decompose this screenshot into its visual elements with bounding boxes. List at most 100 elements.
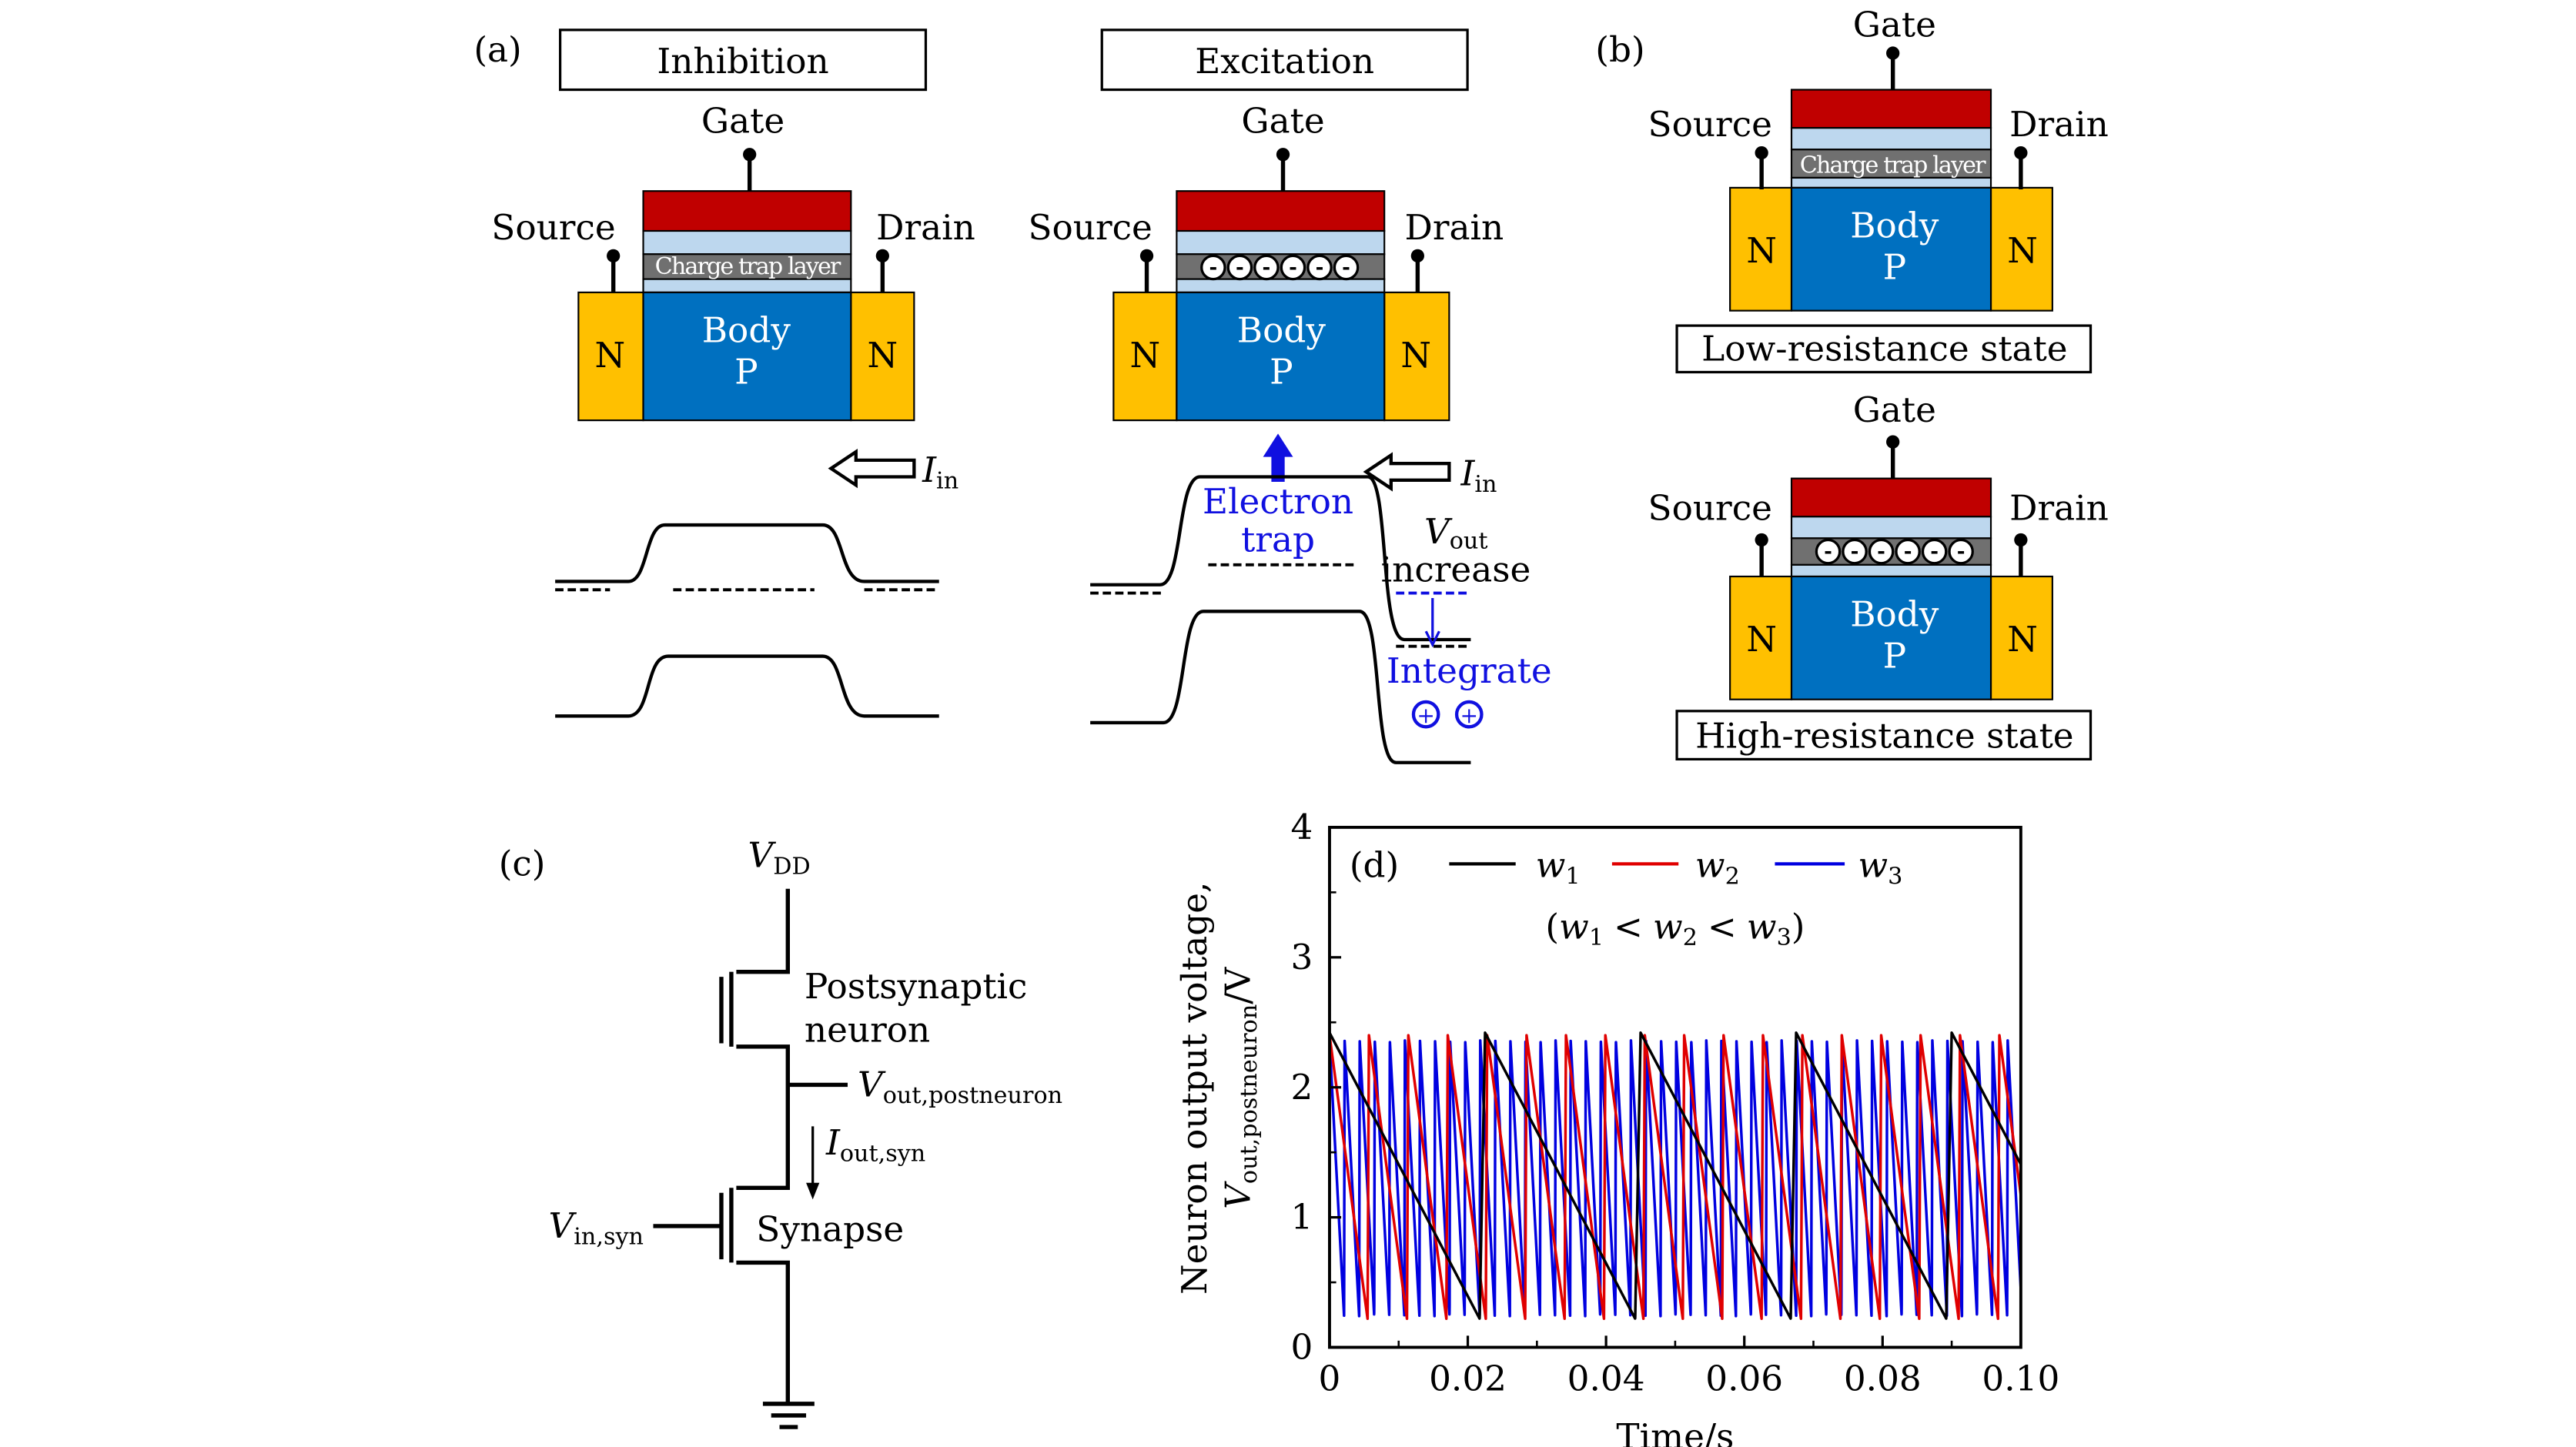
electron-icon xyxy=(1895,538,1921,565)
x-tick-label: 0 xyxy=(1319,1358,1341,1399)
body-type-label: P xyxy=(1883,247,1907,288)
electron-trap-label-2: trap xyxy=(1241,520,1315,560)
y-tick-label: 2 xyxy=(1291,1067,1313,1108)
n-left-label: N xyxy=(1746,619,1777,660)
inhibition-title: Inhibition xyxy=(657,41,828,82)
drain-label: Drain xyxy=(2009,488,2109,529)
current-arrow-icon xyxy=(828,449,916,489)
gate-label: Gate xyxy=(1241,101,1324,142)
drain-label: Drain xyxy=(876,207,975,248)
trapped-electrons: ------ xyxy=(1200,254,1360,281)
source-label: Source xyxy=(1648,104,1772,145)
legend-label-w2: w2 xyxy=(1695,845,1740,891)
current-direction-arrow-icon xyxy=(806,1182,820,1200)
electron-charge-sign: - xyxy=(1877,540,1885,563)
electron-charge-sign: - xyxy=(1930,540,1939,563)
gate-label: Gate xyxy=(1853,389,1936,430)
integrate-label: Integrate xyxy=(1387,650,1552,691)
source-label: Source xyxy=(1028,207,1152,248)
n-right-label: N xyxy=(2007,619,2038,660)
svg-text:+: + xyxy=(1417,703,1435,728)
source-label: Source xyxy=(1648,488,1772,529)
charge-trap-layer-label: Charge trap layer xyxy=(1800,152,1986,179)
gate-label: Gate xyxy=(701,101,785,142)
electron-icon xyxy=(1306,254,1333,281)
electron-charge-sign: - xyxy=(1851,540,1859,563)
n-right-label: N xyxy=(868,335,898,376)
electron-charge-sign: - xyxy=(1236,256,1244,279)
vout-label: Vout xyxy=(1424,511,1488,554)
n-left-label: N xyxy=(1130,335,1161,376)
x-tick-label: 0.10 xyxy=(1982,1358,2059,1399)
low-resistance-state-label: Low-resistance state xyxy=(1701,328,2067,369)
x-tick-label: 0.04 xyxy=(1567,1358,1645,1399)
electron-icon xyxy=(1226,254,1253,281)
body-type-label: P xyxy=(1270,352,1293,393)
low-resistance-device: Gate Charge trap layer Body P N N Source… xyxy=(1648,4,2109,374)
vout-increase-label: increase xyxy=(1381,549,1531,590)
x-tick-label: 0.08 xyxy=(1844,1358,1922,1399)
electron-trap-arrow-icon xyxy=(1263,433,1293,482)
electron-icon xyxy=(1842,538,1868,565)
electron-charge-sign: - xyxy=(1209,256,1217,279)
excitation-title: Excitation xyxy=(1195,41,1374,82)
electron-charge-sign: - xyxy=(1316,256,1324,279)
excitation-device: Excitation Gate ------ Body P N N Source… xyxy=(1028,28,1552,764)
series-line-w3 xyxy=(1329,1039,2021,1318)
gate-label: Gate xyxy=(1853,4,1936,45)
current-arrow-icon xyxy=(1363,452,1451,492)
electron-charge-sign: - xyxy=(1957,540,1965,563)
electron-trap-label-1: Electron xyxy=(1203,481,1353,522)
postsynaptic-neuron-label-2: neuron xyxy=(805,1009,930,1050)
electron-icon xyxy=(1868,538,1895,565)
postsynaptic-neuron-label-1: Postsynaptic xyxy=(805,966,1028,1007)
electron-icon xyxy=(1948,538,1974,565)
n-right-label: N xyxy=(2007,230,2038,271)
y-tick-label: 1 xyxy=(1291,1197,1313,1238)
electron-icon xyxy=(1921,538,1948,565)
electron-charge-sign: - xyxy=(1904,540,1912,563)
electron-icon xyxy=(1333,254,1360,281)
n-right-label: N xyxy=(1400,335,1431,376)
hole-charge-icon: + xyxy=(1411,700,1440,729)
body-type-label: P xyxy=(1883,636,1907,677)
high-resistance-device: Gate ------ Body P N N Source Drain High… xyxy=(1648,389,2109,761)
circuit-schematic xyxy=(653,888,848,1429)
source-label: Source xyxy=(491,207,615,248)
y-axis-label-1: Neuron output voltage, xyxy=(1174,882,1215,1295)
y-tick-label: 4 xyxy=(1291,807,1313,847)
y-axis-label-2: Vout,postneuron/V xyxy=(1217,966,1263,1208)
integrate-arrow-icon xyxy=(1424,598,1440,648)
trapped-electrons: ------ xyxy=(1815,538,1974,565)
body-label: Body xyxy=(702,310,791,351)
current-label: Iin xyxy=(1460,453,1497,498)
panel-b-label: (b) xyxy=(1595,29,1644,70)
legend-label-w1: w1 xyxy=(1536,845,1581,891)
electron-icon xyxy=(1280,254,1306,281)
panel-a-label: (a) xyxy=(473,29,521,70)
electron-icon xyxy=(1253,254,1280,281)
current-label: Iin xyxy=(922,449,958,495)
series-line-w1 xyxy=(1329,1031,2021,1320)
iout-syn-label: Iout,syn xyxy=(825,1122,925,1168)
x-axis-label: Time/s xyxy=(1616,1416,1734,1447)
body-label: Body xyxy=(1850,206,1939,246)
y-tick-label: 0 xyxy=(1291,1327,1313,1368)
synapse-label: Synapse xyxy=(756,1208,904,1249)
inhibition-device: Inhibition Gate Charge trap layer Body P… xyxy=(491,28,975,718)
panel-c-label: (c) xyxy=(499,843,546,884)
vout-postneuron-label: Vout,postneuron xyxy=(858,1064,1062,1110)
legend: w1 w2 w3 xyxy=(1449,845,1902,891)
series-line-w2 xyxy=(1329,1034,2021,1321)
electron-charge-sign: - xyxy=(1289,256,1297,279)
electron-charge-sign: - xyxy=(1263,256,1271,279)
electron-icon xyxy=(1200,254,1226,281)
panel-d-label: (d) xyxy=(1350,845,1399,886)
y-tick-label: 3 xyxy=(1291,937,1313,977)
hole-charge-icon: + xyxy=(1454,700,1484,729)
body-label: Body xyxy=(1850,594,1939,635)
charge-trap-layer-label: Charge trap layer xyxy=(655,253,841,280)
drain-label: Drain xyxy=(2009,104,2109,145)
